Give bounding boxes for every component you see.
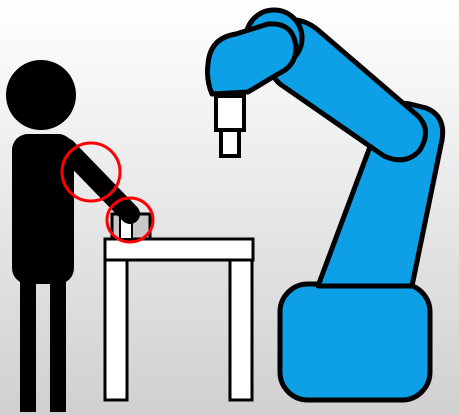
human-left-leg: [20, 276, 36, 412]
robot-tool-tip: [221, 130, 239, 156]
human-head: [6, 60, 76, 130]
human-right-leg: [50, 276, 66, 412]
robot-base: [280, 284, 430, 400]
table-left-leg: [105, 260, 127, 400]
table-right-leg: [230, 260, 252, 400]
robot-tool-mount: [216, 96, 244, 130]
